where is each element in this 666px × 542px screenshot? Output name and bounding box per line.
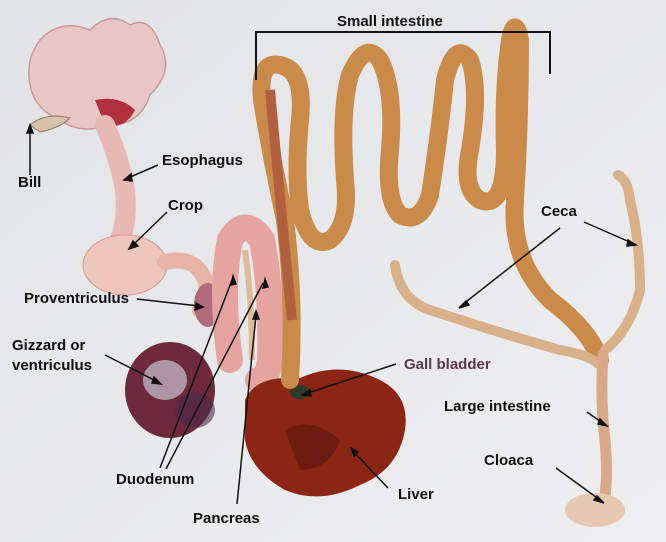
label-liver: Liver [398,486,434,503]
bill-shape [29,115,71,133]
label-small-intestine: Small intestine [337,13,443,30]
label-bill: Bill [18,174,42,191]
head-tissue [28,17,167,130]
large-intestine-tube [596,349,612,501]
label-esophagus: Esophagus [162,152,243,169]
label-duodenum: Duodenum [116,471,195,488]
label-gall-bladder: Gall bladder [404,356,491,373]
label-gizzard-line2: ventriculus [12,357,93,374]
small-intestine-coil [252,18,609,389]
label-ceca: Ceca [541,203,577,220]
leader-lines [25,122,639,505]
ceca-right [600,170,646,355]
label-gizzard-line1: Gizzard or [12,337,86,354]
label-cloaca: Cloaca [484,452,534,469]
label-pancreas: Pancreas [193,510,260,527]
duodenum-loop [212,214,284,393]
cloaca-organ [565,493,625,527]
esophagus-tube [95,115,136,250]
label-large-intestine: Large intestine [444,398,551,415]
ceca-left [390,260,605,370]
small-intestine-bracket [255,31,551,80]
label-proventriculus: Proventriculus [24,290,130,307]
crop-organ [82,234,168,296]
label-crop: Crop [168,197,203,214]
